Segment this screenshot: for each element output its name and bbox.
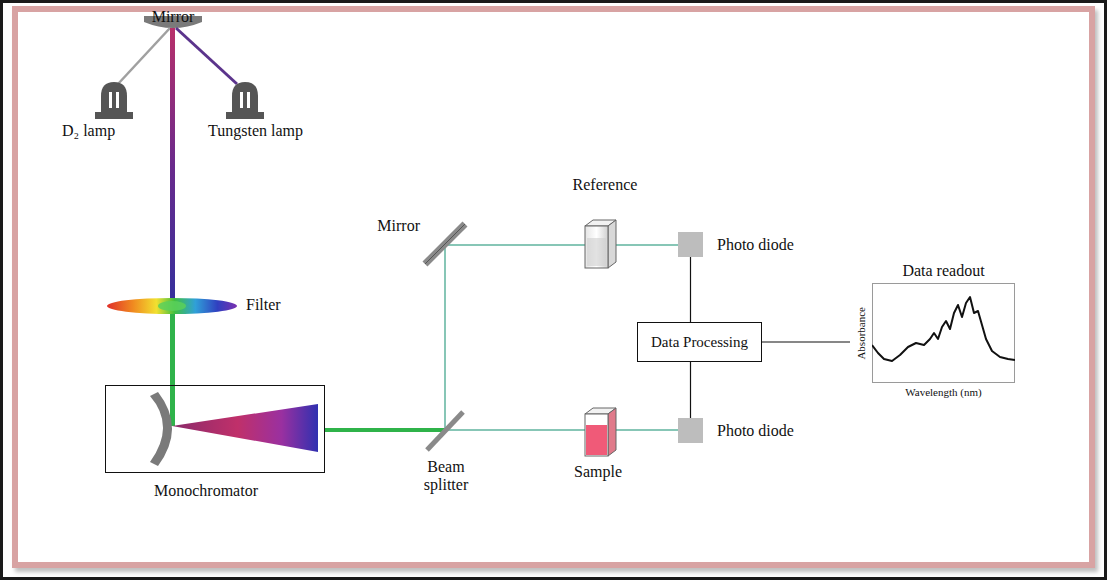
sample-beam bbox=[445, 429, 678, 431]
part-label: Mirror bbox=[377, 217, 420, 235]
sample-cuvette bbox=[585, 408, 616, 456]
d2-beam bbox=[118, 28, 170, 84]
part-label: Sample bbox=[574, 463, 622, 481]
tungsten-beam bbox=[176, 28, 237, 84]
spectrum-plot bbox=[872, 283, 1015, 383]
node-label: Monochromator bbox=[154, 482, 258, 500]
combined-beam bbox=[170, 28, 175, 304]
process-box: Data Processing bbox=[637, 322, 762, 362]
reference-beam bbox=[444, 245, 446, 430]
part-label: Reference bbox=[573, 176, 638, 194]
tungsten-lamp-symbol bbox=[226, 82, 264, 119]
part-label: Mirror bbox=[152, 8, 195, 26]
filter-wheel bbox=[107, 298, 237, 314]
reference-beam bbox=[445, 244, 678, 246]
beam-splitter-symbol bbox=[427, 412, 463, 450]
node-label: Photo diode bbox=[717, 236, 794, 254]
photo-diode: Photo diode bbox=[678, 232, 703, 257]
readout-plot: Data readoutAbsorbanceWavelength (nm) bbox=[850, 283, 1015, 383]
part-label: Tungsten lamp bbox=[208, 122, 303, 140]
part-label: Filter bbox=[246, 296, 281, 314]
node-label: Photo diode bbox=[717, 422, 794, 440]
photo-diode: Photo diode bbox=[678, 418, 703, 443]
d2-lamp-symbol bbox=[95, 82, 133, 119]
grating-mirror bbox=[150, 392, 172, 466]
signal-wire bbox=[690, 362, 691, 418]
axis-label: Absorbance bbox=[855, 307, 868, 360]
monochromator-box: Monochromator bbox=[105, 385, 325, 473]
part-label: Beam splitter bbox=[414, 458, 478, 495]
axis-label: Wavelength (nm) bbox=[905, 386, 981, 399]
reference-cuvette bbox=[585, 220, 616, 268]
mirror-symbol bbox=[425, 224, 465, 264]
plot-title: Data readout bbox=[902, 262, 984, 280]
signal-wire bbox=[762, 341, 850, 342]
node-label: Data Processing bbox=[651, 334, 748, 351]
dispersed-spectrum bbox=[172, 404, 318, 452]
signal-wire bbox=[690, 257, 691, 322]
green-beam bbox=[170, 304, 175, 426]
part-label: D₂ lamp bbox=[62, 122, 115, 140]
green-beam bbox=[325, 428, 445, 432]
